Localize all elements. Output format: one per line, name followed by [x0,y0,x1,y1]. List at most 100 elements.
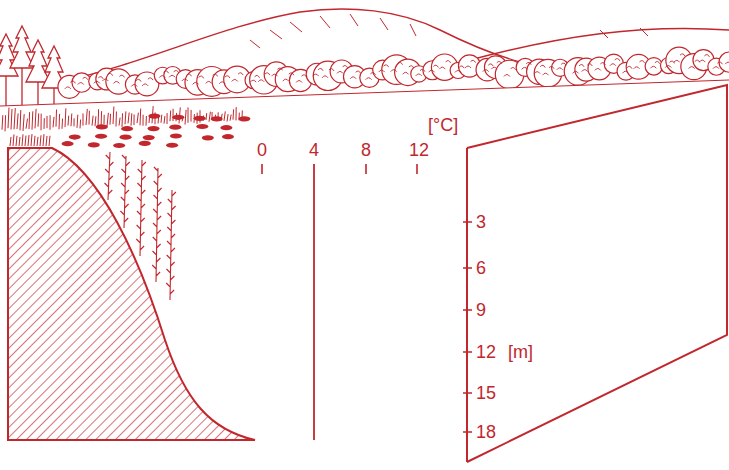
canopy-texture [296,75,306,83]
water-surface [0,80,729,470]
canopy-texture [582,64,593,72]
tree-trunk [37,82,38,106]
lily-pad [169,125,181,130]
lily-pad [220,125,232,130]
temperature-value: 12 [409,140,429,160]
depth-value: 12 [476,342,496,362]
canopy-texture [65,81,76,89]
lily-pad [196,124,208,129]
canopy-texture [322,69,334,78]
lily-pad [148,113,160,118]
temperature-value: 4 [309,140,319,160]
depth-value: 18 [476,422,496,442]
canopy-texture [219,76,230,84]
canopy-texture [522,62,532,69]
canopy-texture [169,71,179,78]
lily-pad [202,135,214,140]
canopy-texture [391,62,403,71]
shore-grass [10,134,50,146]
lily-pad [62,141,74,146]
lily-pad [143,135,155,140]
lily-pad [194,116,206,121]
canopy-texture [713,62,722,69]
canopy-texture [504,68,516,77]
lily-pad [96,124,108,129]
canopy-texture [650,62,660,69]
canopy-texture [337,66,348,74]
lily-pad [148,126,160,131]
canopy-texture [78,77,88,84]
canopy-texture [182,74,192,81]
lily-pad [120,135,132,140]
canopy-texture [483,64,493,72]
canopy-texture [403,66,414,75]
underwater-plants [105,152,176,300]
lily-pad [238,116,250,121]
water-plant [166,190,176,300]
tree-trunk [53,88,54,106]
canopy-texture [206,74,218,83]
depth-value: 3 [476,212,486,232]
canopy-texture [674,54,685,63]
canopy-texture [94,77,103,84]
depth-axis [466,148,468,462]
lily-pad [69,134,81,139]
conifer-tree [26,40,50,82]
hill-shading [250,14,648,48]
canopy-texture [102,73,112,81]
lily-pad [222,134,234,139]
conifer-tree [0,34,18,76]
water-plant [120,155,129,228]
canopy-texture [258,73,270,82]
reed-bed [2,106,242,146]
canopy-texture [159,71,168,78]
far-shoreline [0,80,729,106]
canopy-texture [379,65,389,72]
canopy-texture [557,63,566,70]
lily-pad [172,115,184,120]
tree-trunk [21,68,22,106]
depth-value: 9 [476,300,486,320]
temperature-line [313,164,315,440]
canopy-texture [429,65,439,72]
canopy-texture [491,61,502,69]
lily-pad [139,141,151,146]
canopy-texture [610,59,620,66]
canopy-texture [542,66,554,75]
canopy-texture [622,66,632,73]
canopy-texture [595,63,606,71]
lily-pad [211,116,223,121]
shore-cross-section [8,148,255,440]
canopy-texture [465,60,475,68]
canopy-texture [634,61,645,69]
canopy-texture [113,75,124,83]
lily-pad [95,134,107,139]
depth-value: 6 [476,258,486,278]
canopy-texture [573,65,585,74]
temperature-value: 0 [257,140,267,160]
lily-pad [121,126,133,131]
reed-strokes [2,106,242,131]
depth-value: 15 [476,383,496,403]
canopy-texture [455,66,464,73]
lily-pad [113,143,125,148]
depth-unit: [m] [508,342,533,362]
water-plant [152,167,162,282]
canopy-texture [689,60,700,68]
lily-pad [170,133,182,138]
canopy-texture [699,55,709,62]
lily-pads [62,113,251,148]
canopy-texture [439,61,450,70]
canopy-texture [350,71,360,79]
lily-pad [166,143,178,148]
canopy-texture [131,79,141,86]
canopy-texture [366,73,376,80]
canopy-texture [725,57,729,64]
canopy-texture [665,61,674,68]
temperature-unit: [°C] [428,115,458,135]
canopy-texture [416,69,425,76]
canopy-texture [534,65,545,73]
water-plant [105,152,114,200]
temperature-value: 8 [361,140,371,160]
